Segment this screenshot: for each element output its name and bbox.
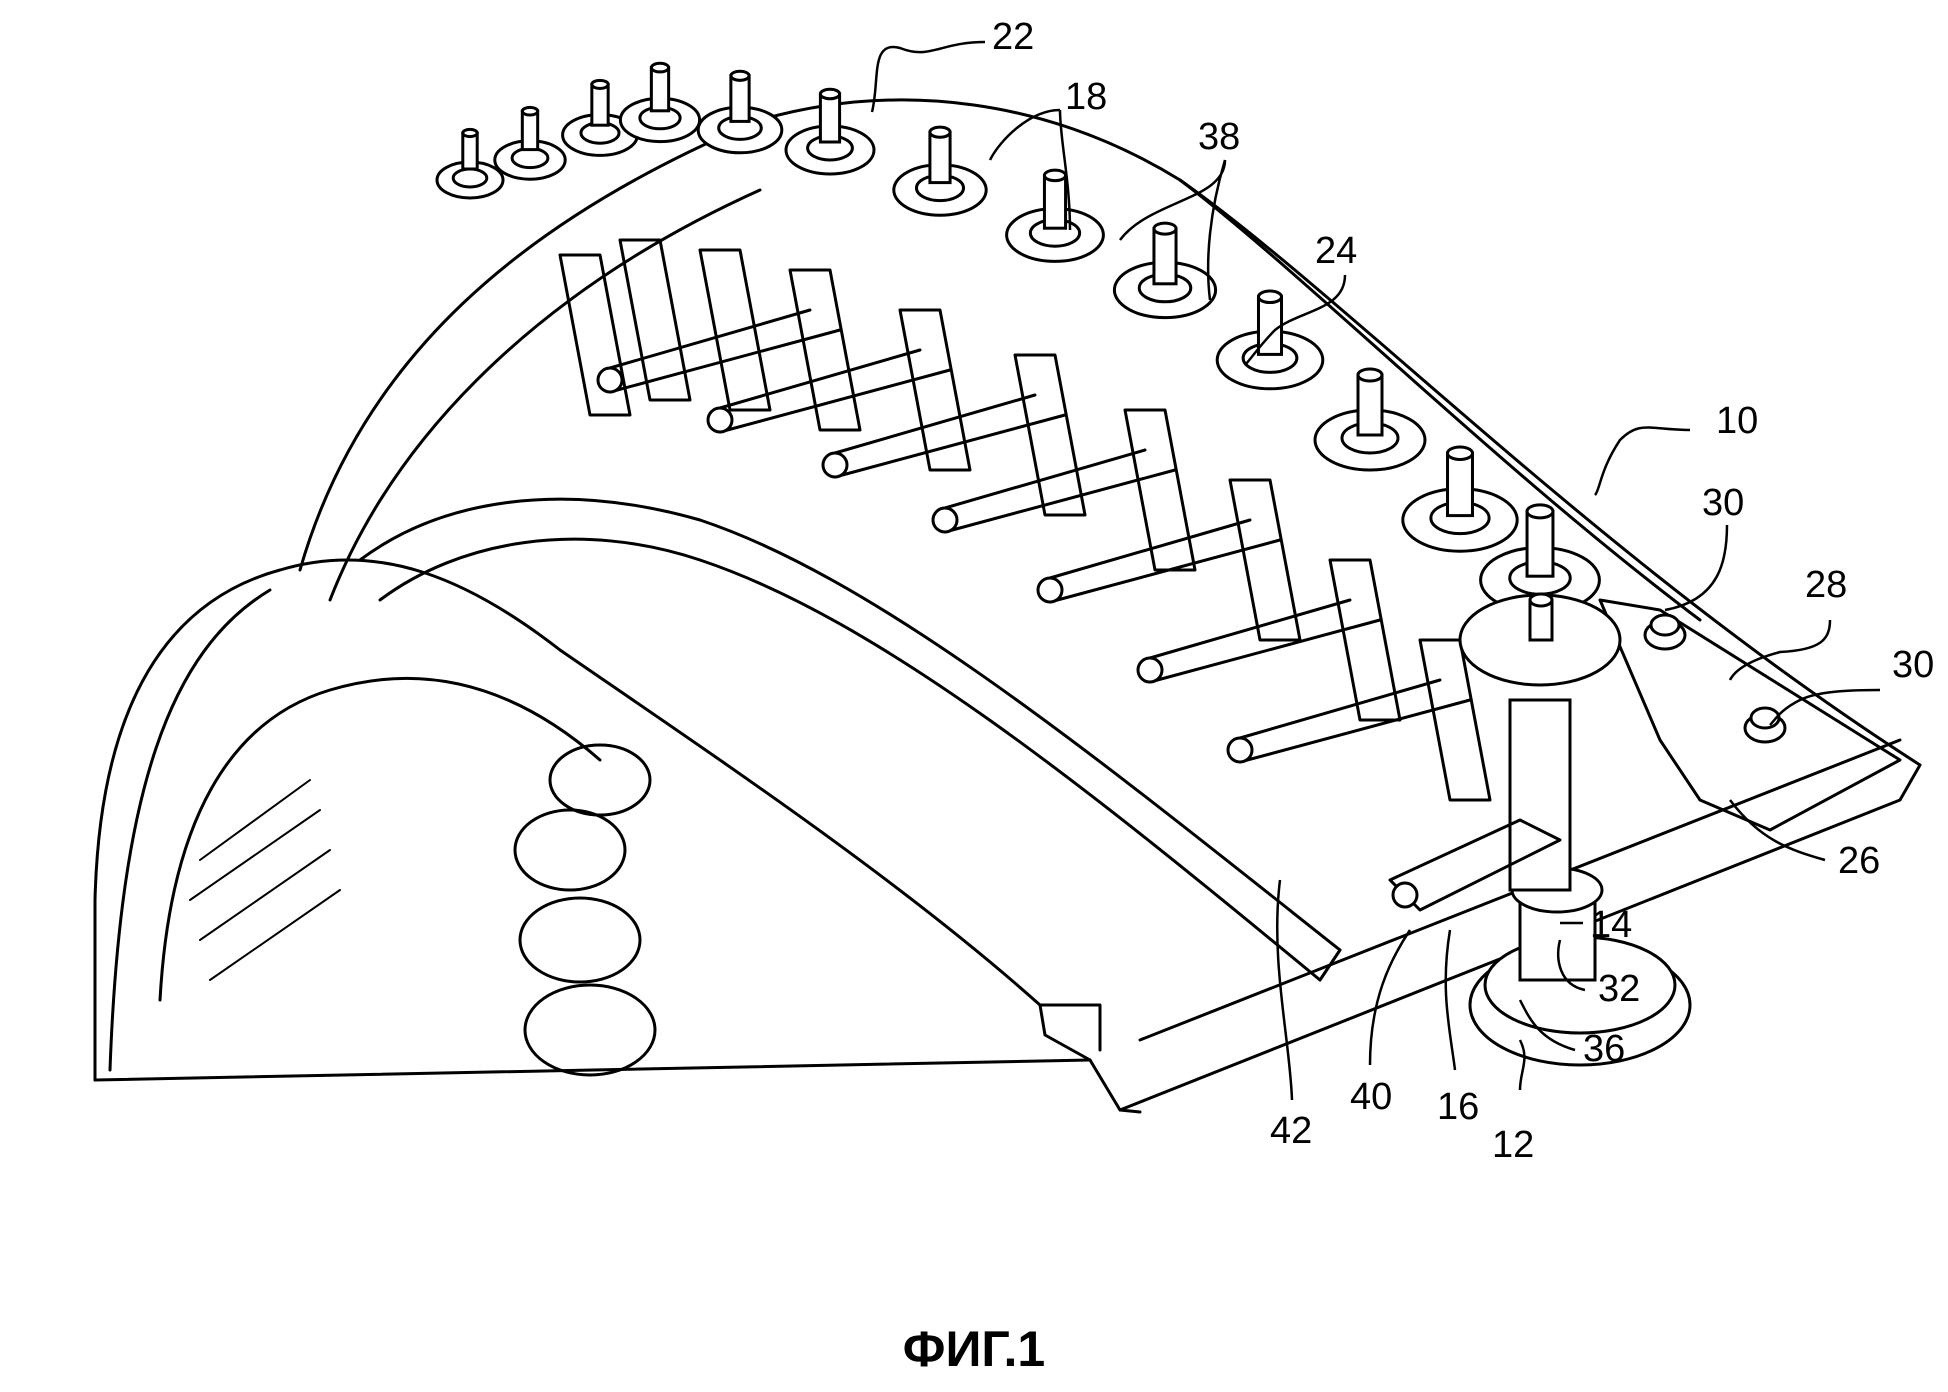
vane-row <box>558 238 1492 802</box>
pivot-pin <box>461 131 479 171</box>
pivot-pin <box>1356 373 1384 437</box>
ref-label-22: 22 <box>992 16 1035 58</box>
pivot-pin-top <box>649 61 671 74</box>
pivot-assembly <box>1388 592 1692 1067</box>
pivot-pin-top <box>1256 289 1284 305</box>
pivot-pin-top <box>1042 168 1068 183</box>
vane-blade <box>1013 353 1087 517</box>
pivot-row <box>435 61 1601 614</box>
ref-label-30-lower: 30 <box>1892 644 1935 686</box>
ref-label-16: 16 <box>1437 1086 1480 1128</box>
vane-blade <box>1228 478 1302 642</box>
ref-label-24: 24 <box>1315 230 1358 272</box>
figure-caption: ФИГ.1 <box>902 1321 1046 1377</box>
front-arch <box>93 558 1102 1082</box>
pivot-pin <box>1446 451 1474 518</box>
pivot-pin <box>928 130 952 185</box>
vane-blade <box>698 248 772 412</box>
pivot-pin-top <box>1446 445 1474 461</box>
vane-blade <box>788 268 862 432</box>
pivot-pin-top <box>928 125 952 139</box>
ref-label-28: 28 <box>1805 564 1848 606</box>
ref-label-40: 40 <box>1350 1076 1393 1118</box>
pivot-pin-top <box>520 105 540 117</box>
ref-label-42: 42 <box>1270 1110 1313 1152</box>
pivot-pin <box>729 74 751 123</box>
lever-pin <box>596 366 624 394</box>
ref-label-14: 14 <box>1590 904 1633 946</box>
lever-pin <box>706 406 734 434</box>
lever-pin <box>1036 576 1064 604</box>
pivot-pin-top <box>1525 503 1555 520</box>
ref-label-32: 32 <box>1598 968 1641 1010</box>
vane-blade <box>618 238 692 402</box>
ref-label-10: 10 <box>1716 400 1759 442</box>
base-plate <box>1088 738 1922 1114</box>
pivot-collar <box>510 146 550 170</box>
pivot-pin <box>1042 173 1068 230</box>
flange-28 <box>1598 598 1902 832</box>
ref-label-36: 36 <box>1583 1028 1626 1070</box>
pivot-pin <box>590 82 610 127</box>
pivot-pin-top <box>729 69 751 82</box>
inner-shroud <box>358 497 1342 982</box>
lever-pin <box>821 451 849 479</box>
pivot-pin <box>1525 509 1555 578</box>
outer-casing <box>298 98 1922 767</box>
vane-blade <box>1123 408 1197 572</box>
pivot-pin <box>520 109 540 152</box>
pivot-collar <box>451 167 489 189</box>
vane-blade <box>1418 638 1492 802</box>
pivot-pin <box>818 92 842 144</box>
lever-pin <box>931 506 959 534</box>
pivot-pin <box>1152 227 1178 286</box>
ref-label-26: 26 <box>1838 840 1881 882</box>
ref-label-12: 12 <box>1492 1124 1535 1166</box>
lever-row <box>596 308 1472 764</box>
pivot-pin-top <box>818 87 842 101</box>
vane-blade <box>558 253 632 417</box>
lever-pin <box>1136 656 1164 684</box>
pivot-pin-top <box>1356 367 1384 383</box>
actuator-bellows <box>189 743 657 1077</box>
ref-label-38: 38 <box>1198 116 1241 158</box>
pivot-pin-top <box>590 78 610 90</box>
lever-pin <box>1226 736 1254 764</box>
ref-label-30-upper: 30 <box>1702 482 1745 524</box>
leader-lines <box>870 40 1881 1101</box>
pivot-pin-top <box>1152 221 1178 236</box>
pivot-pin <box>649 66 671 113</box>
ref-label-18: 18 <box>1065 76 1108 118</box>
vane-blade <box>898 308 972 472</box>
pivot-pin-top <box>461 127 479 139</box>
